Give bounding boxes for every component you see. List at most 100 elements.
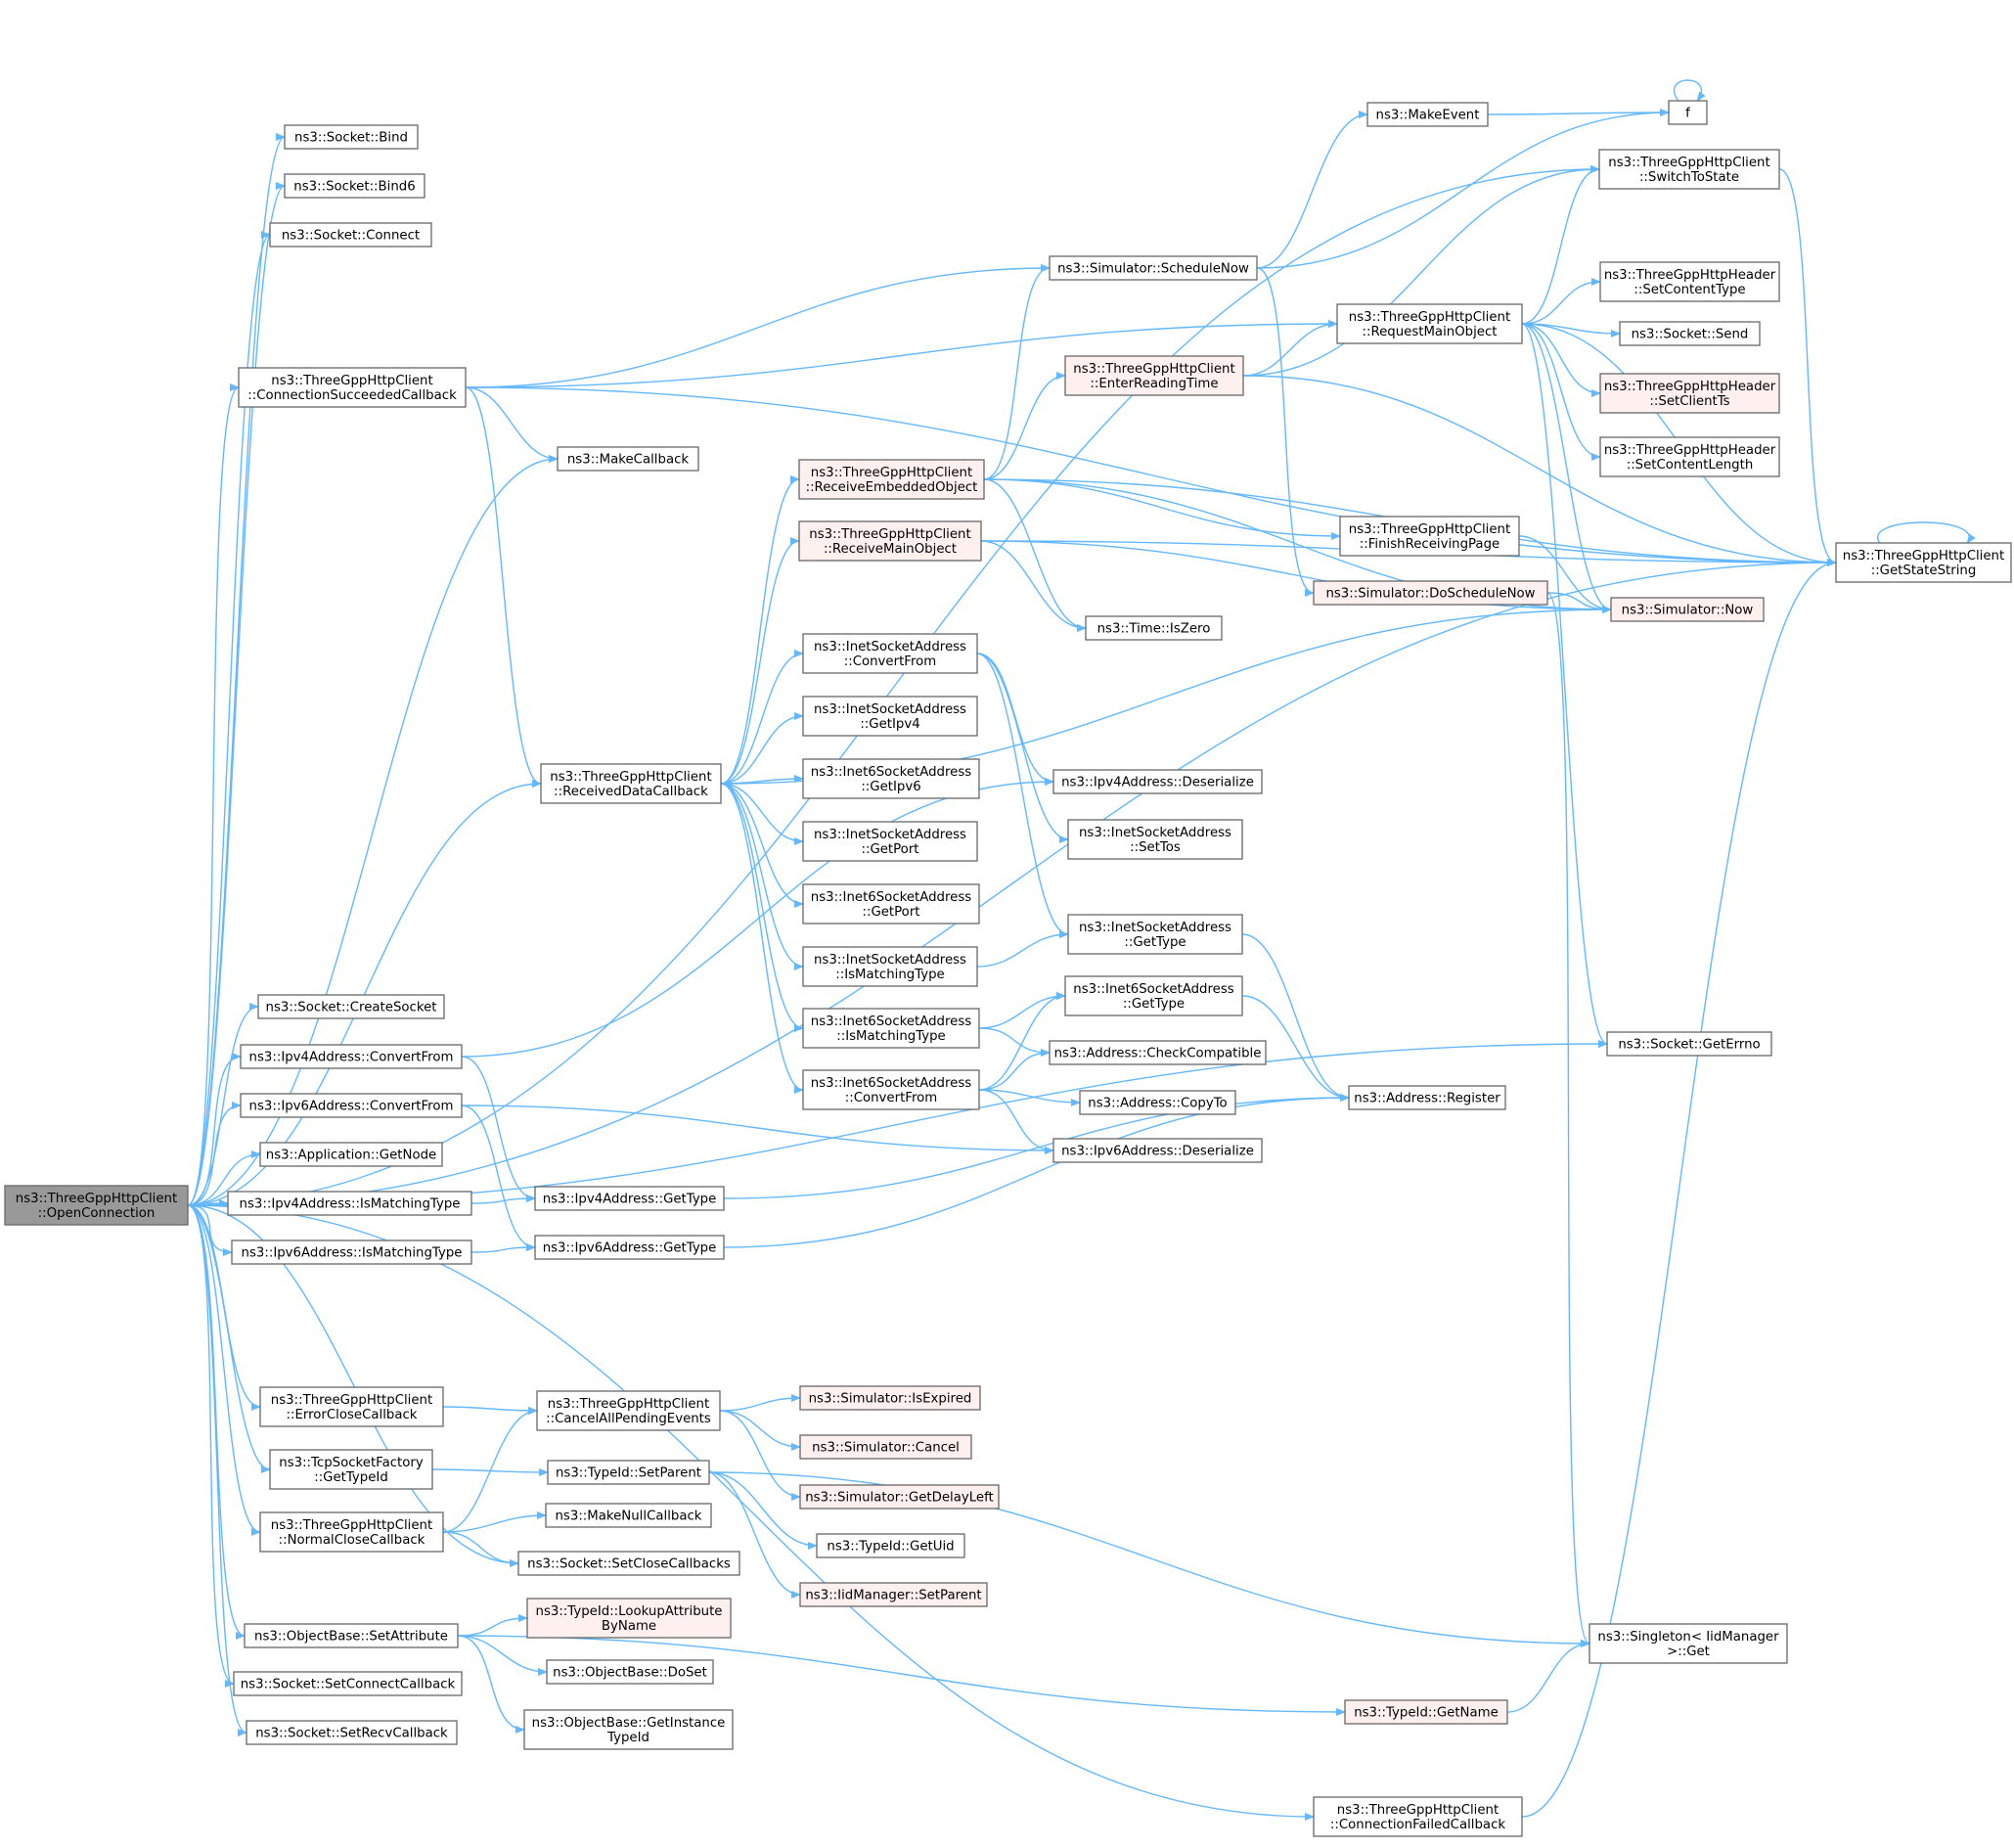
node-inetSetTos[interactable]: ns3::InetSocketAddress::SetTos [1067, 819, 1243, 860]
node-getUid[interactable]: ns3::TypeId::GetUid [816, 1533, 965, 1558]
edge-ipv6Conv-to-ipv6GetType [461, 1104, 536, 1251]
node-inet6IsMatch[interactable]: ns3::Inet6SocketAddress::IsMatchingType [802, 1008, 980, 1049]
node-makeCallback[interactable]: ns3::MakeCallback [557, 446, 699, 472]
node-schedNow[interactable]: ns3::Simulator::ScheduleNow [1049, 255, 1258, 281]
node-label-line: ns3::ThreeGppHttpClient [271, 1393, 432, 1408]
edges-layer [187, 79, 1976, 1821]
node-inet6Conv[interactable]: ns3::Inet6SocketAddress::ConvertFrom [802, 1069, 980, 1110]
node-label-line: ::ErrorCloseCallback [286, 1408, 417, 1422]
node-label-line: ns3::TcpSocketFactory [279, 1456, 424, 1470]
node-copyTo[interactable]: ns3::Address::CopyTo [1079, 1090, 1236, 1115]
node-getNode[interactable]: ns3::Application::GetNode [259, 1142, 443, 1167]
node-setRecvCb[interactable]: ns3::Socket::SetRecvCallback [246, 1720, 458, 1745]
node-recvEmb[interactable]: ns3::ThreeGppHttpClient::ReceiveEmbedded… [798, 459, 985, 500]
node-box [1052, 1138, 1263, 1163]
node-label-line: ns3::ThreeGppHttpClient [548, 1397, 709, 1412]
edge-inet6Conv-to-checkCompat [978, 1049, 1051, 1091]
node-setAttr[interactable]: ns3::ObjectBase::SetAttribute [244, 1623, 459, 1648]
node-iidSetParent[interactable]: ns3::IidManager::SetParent [799, 1582, 988, 1607]
node-inet6GetIpv6[interactable]: ns3::Inet6SocketAddress::GetIpv6 [802, 758, 980, 799]
node-createSocket[interactable]: ns3::Socket::CreateSocket [257, 994, 445, 1019]
node-bind6[interactable]: ns3::Socket::Bind6 [284, 173, 425, 199]
node-inetConv[interactable]: ns3::InetSocketAddress::ConvertFrom [802, 633, 978, 674]
edge-connSucc-to-getStateStr [465, 386, 1837, 566]
node-normClose[interactable]: ns3::ThreeGppHttpClient::NormalCloseCall… [259, 1511, 444, 1553]
node-box [802, 821, 978, 862]
node-isZero[interactable]: ns3::Time::IsZero [1085, 615, 1223, 641]
node-ipv6Deser[interactable]: ns3::Ipv6Address::Deserialize [1052, 1138, 1263, 1163]
node-typeGetName[interactable]: ns3::TypeId::GetName [1344, 1699, 1508, 1725]
node-ipv6IsMatch[interactable]: ns3::Ipv6Address::IsMatchingType [231, 1240, 472, 1265]
node-label-line: ns3::ThreeGppHttpClient [1073, 362, 1234, 377]
node-makeNullCb[interactable]: ns3::MakeNullCallback [545, 1503, 712, 1528]
node-ipv4Conv[interactable]: ns3::Ipv4Address::ConvertFrom [240, 1044, 463, 1069]
node-setClientTs[interactable]: ns3::ThreeGppHttpHeader::SetClientTs [1599, 373, 1780, 414]
node-sockSend[interactable]: ns3::Socket::Send [1619, 321, 1761, 346]
node-label-line: ::EnterReadingTime [1090, 377, 1218, 391]
node-inetGetType[interactable]: ns3::InetSocketAddress::GetType [1067, 914, 1243, 955]
node-setConnCb[interactable]: ns3::Socket::SetConnectCallback [233, 1671, 463, 1696]
node-finishRecv[interactable]: ns3::ThreeGppHttpClient::FinishReceiving… [1339, 516, 1520, 557]
node-reqMain[interactable]: ns3::ThreeGppHttpClient::RequestMainObje… [1336, 303, 1523, 344]
node-ipv6Conv[interactable]: ns3::Ipv6Address::ConvertFrom [240, 1093, 463, 1118]
node-ipv4IsMatch[interactable]: ns3::Ipv4Address::IsMatchingType [227, 1191, 472, 1216]
node-inetGetPort[interactable]: ns3::InetSocketAddress::GetPort [802, 821, 978, 862]
node-inetGetIpv4[interactable]: ns3::InetSocketAddress::GetIpv4 [802, 696, 978, 737]
edge-typeSetParent-to-getUid [708, 1471, 818, 1550]
node-getDelayLeft[interactable]: ns3::Simulator::GetDelayLeft [799, 1484, 1000, 1510]
node-typeSetParent[interactable]: ns3::TypeId::SetParent [547, 1460, 710, 1485]
node-simNow[interactable]: ns3::Simulator::Now [1610, 597, 1765, 622]
node-label-line: ns3::Address::Register [1354, 1092, 1500, 1106]
node-label-line: ::ConnectionSucceededCallback [247, 388, 457, 403]
node-doSchedNow[interactable]: ns3::Simulator::DoScheduleNow [1313, 580, 1548, 606]
node-connect[interactable]: ns3::Socket::Connect [269, 222, 432, 248]
node-bind[interactable]: ns3::Socket::Bind [284, 124, 419, 150]
edge-connSucc-to-makeCallback [465, 386, 559, 463]
node-ipv6GetType[interactable]: ns3::Ipv6Address::GetType [534, 1235, 725, 1260]
node-connSucc[interactable]: ns3::ThreeGppHttpClient::ConnectionSucce… [238, 367, 467, 408]
node-enterRead[interactable]: ns3::ThreeGppHttpClient::EnterReadingTim… [1064, 355, 1244, 396]
node-errClose[interactable]: ns3::ThreeGppHttpClient::ErrorCloseCallb… [259, 1386, 444, 1427]
node-makeEvent[interactable]: ns3::MakeEvent [1366, 102, 1489, 127]
node-inet6GetType[interactable]: ns3::Inet6SocketAddress::GetType [1064, 975, 1243, 1016]
node-getStateStr[interactable]: ns3::ThreeGppHttpClient::GetStateString [1835, 542, 2012, 583]
node-setContentType[interactable]: ns3::ThreeGppHttpHeader::SetContentType [1599, 261, 1780, 302]
node-ipv4GetType[interactable]: ns3::Ipv4Address::GetType [534, 1186, 725, 1211]
node-box [546, 1659, 714, 1685]
edge-connFailed-to-getStateStr [1521, 559, 1837, 1818]
node-switchState[interactable]: ns3::ThreeGppHttpClient::SwitchToState [1598, 149, 1780, 190]
node-isExpired[interactable]: ns3::Simulator::IsExpired [799, 1385, 981, 1411]
node-box [1064, 975, 1243, 1016]
node-checkCompat[interactable]: ns3::Address::CheckCompatible [1049, 1040, 1267, 1065]
node-label-line: ns3::IidManager::SetParent [805, 1589, 981, 1603]
node-cancelAll[interactable]: ns3::ThreeGppHttpClient::CancelAllPendin… [536, 1390, 721, 1431]
node-tcpFactory[interactable]: ns3::TcpSocketFactory::GetTypeId [269, 1449, 433, 1490]
node-simCancel[interactable]: ns3::Simulator::Cancel [799, 1434, 972, 1460]
node-setContentLen[interactable]: ns3::ThreeGppHttpHeader::SetContentLengt… [1599, 436, 1780, 477]
node-box [802, 758, 980, 799]
node-setCloseCbs[interactable]: ns3::Socket::SetCloseCallbacks [517, 1551, 740, 1576]
node-singletonGet[interactable]: ns3::Singleton< IidManager>::Get [1589, 1623, 1788, 1664]
edge-recvData-to-inet6IsMatch [720, 783, 804, 1032]
edge-typeSetParent-to-singletonGet [708, 1471, 1590, 1647]
edge-doSchedNow-to-singletonGet [1546, 592, 1590, 1647]
node-recvData[interactable]: ns3::ThreeGppHttpClient::ReceivedDataCal… [540, 763, 722, 804]
node-label-line: ns3::Ipv4Address::IsMatchingType [240, 1197, 461, 1212]
edge-setAttr-to-lookupAttr [457, 1614, 528, 1637]
node-getErrno[interactable]: ns3::Socket::GetErrno [1606, 1031, 1772, 1057]
node-label-line: ns3::InetSocketAddress [814, 828, 966, 842]
node-f[interactable]: f [1668, 100, 1708, 125]
node-doSet[interactable]: ns3::ObjectBase::DoSet [546, 1659, 714, 1685]
edge-typeGetName-to-singletonGet [1506, 1640, 1590, 1713]
node-ipv4Deser[interactable]: ns3::Ipv4Address::Deserialize [1052, 769, 1263, 794]
edge-recvMain-to-isZero [980, 540, 1087, 632]
node-inetIsMatch[interactable]: ns3::InetSocketAddress::IsMatchingType [802, 946, 978, 987]
node-recvMain[interactable]: ns3::ThreeGppHttpClient::ReceiveMainObje… [798, 520, 982, 562]
edge-inet6Conv-to-ipv6Deser [978, 1089, 1054, 1154]
node-connFailed[interactable]: ns3::ThreeGppHttpClient::ConnectionFaile… [1313, 1796, 1523, 1837]
node-inet6GetPort[interactable]: ns3::Inet6SocketAddress::GetPort [802, 883, 980, 924]
node-open[interactable]: ns3::ThreeGppHttpClient::OpenConnection [4, 1185, 189, 1226]
node-addrRegister[interactable]: ns3::Address::Register [1348, 1085, 1506, 1110]
